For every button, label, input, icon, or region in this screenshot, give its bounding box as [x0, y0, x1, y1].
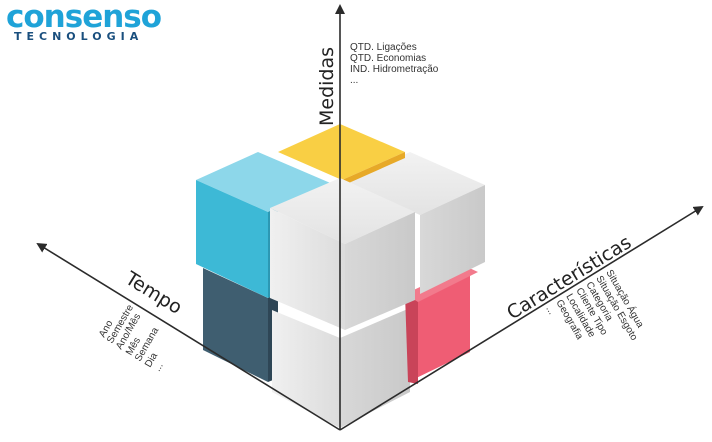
tempo-axis	[36, 242, 341, 431]
medidas-item: IND. Hidrometração	[350, 64, 439, 75]
cube-front-top	[270, 178, 415, 244]
caracteristicas-axis	[339, 205, 704, 431]
tempo-item: ...	[152, 361, 166, 374]
cube-yellow-top	[278, 124, 405, 180]
cube-back-right-face	[420, 185, 485, 294]
cube-front-left-face	[270, 208, 345, 330]
medidas-title: Medidas	[316, 47, 338, 126]
caracteristicas-item: ...	[543, 304, 557, 317]
cube-blue-front	[196, 180, 268, 298]
logo-wordmark: consenso	[6, 0, 162, 35]
medidas-item: ...	[350, 75, 358, 86]
cube-front-right-face	[345, 212, 415, 330]
medidas-item: QTD. Ligações	[350, 42, 417, 53]
cube-bottom-left-face	[272, 310, 340, 428]
cube-yellow-edge	[342, 152, 405, 186]
medidas-item: QTD. Economias	[350, 53, 426, 64]
cube-red-side	[405, 294, 418, 384]
consenso-logo: consenso TECNOLOGIA	[6, 0, 166, 46]
cube-slate-front	[203, 268, 268, 382]
cube-red-top	[405, 266, 478, 302]
logo-tagline: TECNOLOGIA	[14, 30, 144, 43]
